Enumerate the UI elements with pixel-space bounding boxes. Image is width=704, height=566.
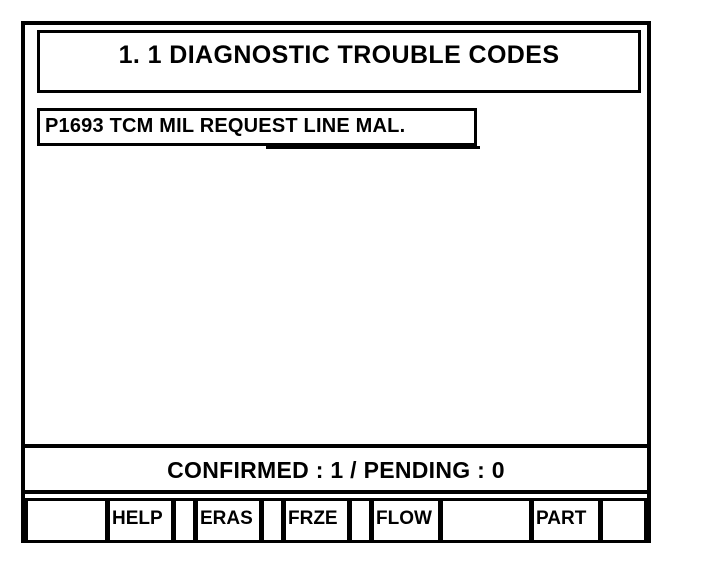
function-key-freeze[interactable]: FRZE — [283, 498, 350, 543]
function-key-flow[interactable]: FLOW — [371, 498, 441, 543]
function-key-label: PART — [536, 508, 587, 529]
dtc-list: P1693 TCM MIL REQUEST LINE MAL. — [25, 100, 647, 444]
dtc-list-item[interactable]: P1693 TCM MIL REQUEST LINE MAL. — [37, 108, 480, 149]
function-key-bar: HELP ERAS FRZE FLOW PART — [25, 490, 647, 543]
dtc-item-text: P1693 TCM MIL REQUEST LINE MAL. — [45, 115, 406, 137]
page-title: 1. 1 DIAGNOSTIC TROUBLE CODES — [118, 41, 560, 69]
dtc-status-text: CONFIRMED : 1 / PENDING : 0 — [167, 456, 505, 483]
function-key-empty-2 — [173, 498, 196, 543]
page-title-box: 1. 1 DIAGNOSTIC TROUBLE CODES — [37, 30, 641, 93]
function-key-empty-5 — [440, 498, 532, 543]
function-key-label: HELP — [112, 508, 163, 529]
function-key-label: FLOW — [376, 508, 432, 529]
function-key-empty-4 — [349, 498, 372, 543]
function-key-part[interactable]: PART — [531, 498, 601, 543]
function-key-empty-6 — [600, 498, 647, 543]
function-key-label: ERAS — [200, 508, 253, 529]
function-key-erase[interactable]: ERAS — [195, 498, 262, 543]
function-key-help[interactable]: HELP — [107, 498, 174, 543]
function-key-empty-1 — [25, 498, 108, 543]
dtc-status-bar: CONFIRMED : 1 / PENDING : 0 — [25, 444, 647, 490]
function-key-empty-3 — [261, 498, 284, 543]
function-key-label: FRZE — [288, 508, 338, 529]
